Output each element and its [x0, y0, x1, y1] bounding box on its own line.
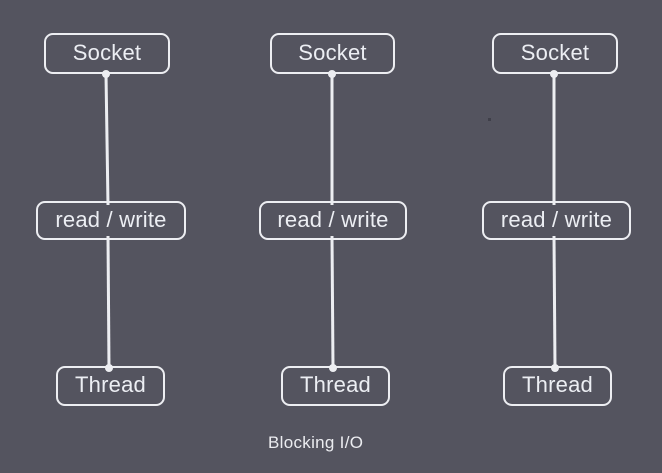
connector-line [330, 235, 335, 369]
node-label: read / write [500, 206, 613, 232]
node-readwrite-2[interactable]: read / write [259, 201, 407, 240]
node-label: Thread [522, 372, 593, 397]
node-socket-3[interactable]: Socket [492, 33, 618, 74]
node-readwrite-3[interactable]: read / write [482, 201, 631, 240]
diagram-caption: Blocking I/O [268, 433, 364, 452]
connector-line [552, 235, 557, 369]
node-socket-1[interactable]: Socket [44, 33, 170, 74]
node-label: read / write [55, 206, 167, 232]
connector-line [106, 235, 111, 369]
node-socket-2[interactable]: Socket [270, 33, 395, 74]
node-label: Socket [298, 39, 367, 65]
node-readwrite-1[interactable]: read / write [36, 201, 186, 240]
node-thread-1[interactable]: Thread [56, 366, 165, 406]
node-label: Thread [300, 372, 371, 397]
node-thread-2[interactable]: Thread [281, 366, 390, 406]
node-thread-3[interactable]: Thread [503, 366, 612, 406]
node-label: read / write [277, 206, 389, 232]
node-label: Socket [520, 39, 590, 65]
node-label: Socket [72, 39, 142, 65]
connector-line [104, 73, 110, 206]
node-label: Thread [75, 372, 146, 397]
image-speck-artifact [488, 118, 491, 121]
